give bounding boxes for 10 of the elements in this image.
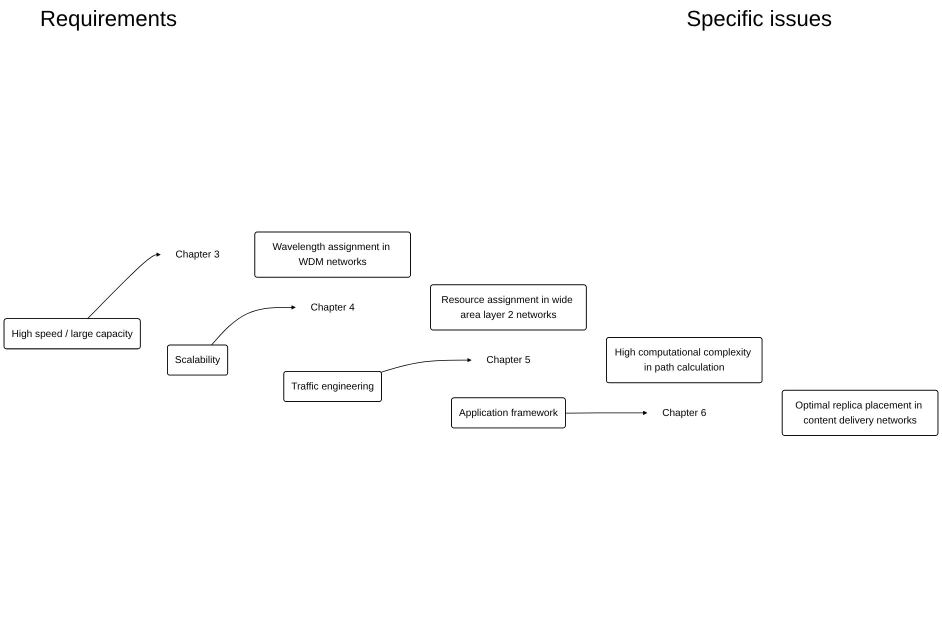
arrow: [86, 252, 161, 320]
node-text: Chapter 3: [175, 248, 220, 260]
node-text: Chapter 6: [662, 407, 706, 418]
column-heading: Requirements: [40, 6, 177, 33]
node-text: Chapter 5: [486, 354, 531, 366]
node-text: Chapter 4: [310, 302, 355, 313]
arrow: [380, 358, 472, 372]
arrow: [210, 304, 296, 346]
column-heading: Specific issues: [686, 6, 832, 33]
arrow: [565, 410, 648, 415]
